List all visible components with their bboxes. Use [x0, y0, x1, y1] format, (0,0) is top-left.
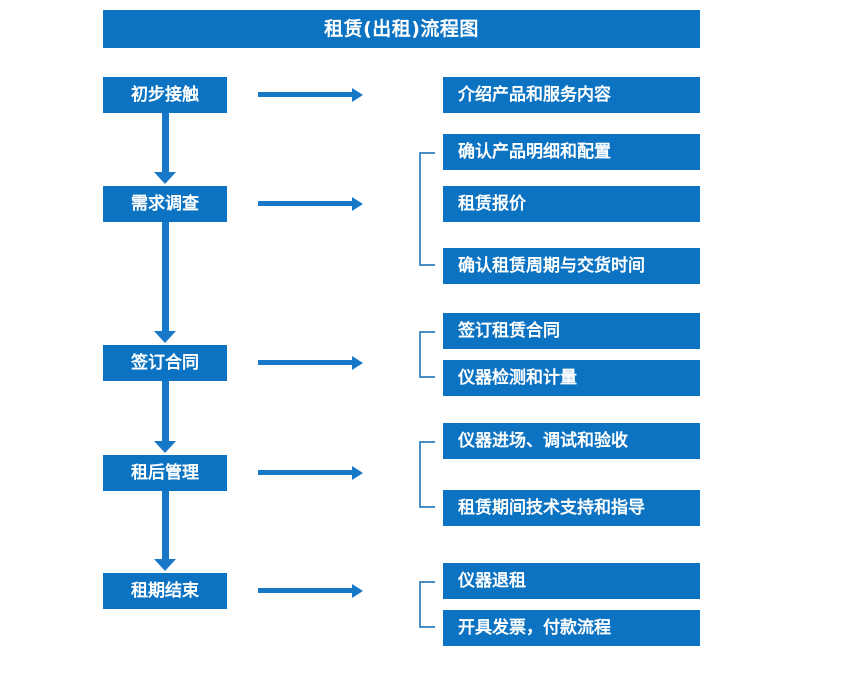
detail-box-zulin-baojia[interactable]: 租赁报价	[443, 186, 700, 222]
stage-label: 签订合同	[131, 352, 199, 373]
chart-title: 租赁(出租)流程图	[324, 17, 479, 40]
group-bracket-3	[419, 331, 435, 378]
horizontal-arrow-icon-2	[258, 197, 363, 211]
detail-label: 仪器进场、调试和验收	[458, 430, 628, 451]
horizontal-arrow-icon-5	[258, 584, 363, 598]
group-bracket-4	[419, 441, 435, 508]
arrow-shaft	[162, 381, 169, 441]
horizontal-arrow-icon-1	[258, 88, 363, 102]
detail-box-zulin-qijian-jishu-zhichi[interactable]: 租赁期间技术支持和指导	[443, 490, 700, 526]
detail-box-queren-zulin-zhouqi[interactable]: 确认租赁周期与交货时间	[443, 248, 700, 284]
arrow-shaft	[258, 360, 352, 365]
detail-box-qianding-zulin-hetong[interactable]: 签订租赁合同	[443, 313, 700, 349]
detail-label: 签订租赁合同	[458, 320, 560, 341]
stage-box-xuqiu-diaocha[interactable]: 需求调查	[103, 186, 227, 222]
chart-title-bar: 租赁(出租)流程图	[103, 10, 700, 48]
vertical-arrow-icon-3	[154, 381, 176, 453]
group-bracket-5	[419, 581, 435, 628]
detail-label: 租赁期间技术支持和指导	[458, 497, 645, 518]
horizontal-arrow-icon-3	[258, 356, 363, 370]
vertical-arrow-icon-2	[154, 222, 176, 343]
detail-label: 租赁报价	[458, 193, 526, 214]
arrow-shaft	[258, 92, 352, 97]
arrow-head	[352, 197, 363, 211]
detail-box-kaiju-fapiao-fukuan[interactable]: 开具发票，付款流程	[443, 610, 700, 646]
detail-label: 确认产品明细和配置	[458, 141, 611, 162]
arrow-head	[352, 584, 363, 598]
detail-label: 确认租赁周期与交货时间	[458, 255, 645, 276]
stage-box-zuhou-guanli[interactable]: 租后管理	[103, 455, 227, 491]
detail-box-yiqi-jinchang-tiaoshi[interactable]: 仪器进场、调试和验收	[443, 423, 700, 459]
arrow-head	[154, 559, 176, 571]
arrow-head	[154, 172, 176, 184]
arrow-head	[352, 466, 363, 480]
detail-box-yiqi-tuizu[interactable]: 仪器退租	[443, 563, 700, 599]
arrow-shaft	[258, 201, 352, 206]
stage-box-zuqi-jieshu[interactable]: 租期结束	[103, 573, 227, 609]
stage-label: 初步接触	[131, 84, 199, 105]
detail-label: 仪器检测和计量	[458, 367, 577, 388]
stage-label: 需求调查	[131, 193, 199, 214]
detail-box-jieshao-chanpin[interactable]: 介绍产品和服务内容	[443, 77, 700, 113]
vertical-arrow-icon-4	[154, 491, 176, 571]
arrow-shaft	[258, 470, 352, 475]
stage-box-chubu-jiechu[interactable]: 初步接触	[103, 77, 227, 113]
detail-label: 介绍产品和服务内容	[458, 84, 611, 105]
arrow-head	[154, 331, 176, 343]
detail-box-queren-chanpin-mingxi[interactable]: 确认产品明细和配置	[443, 134, 700, 170]
stage-label: 租后管理	[131, 462, 199, 483]
arrow-head	[352, 356, 363, 370]
detail-label: 开具发票，付款流程	[458, 617, 611, 638]
arrow-shaft	[162, 491, 169, 559]
arrow-shaft	[162, 222, 169, 331]
vertical-arrow-icon-1	[154, 113, 176, 184]
group-bracket-2	[419, 152, 435, 266]
arrow-head	[154, 441, 176, 453]
stage-box-qianding-hetong[interactable]: 签订合同	[103, 345, 227, 381]
arrow-shaft	[162, 113, 169, 172]
detail-label: 仪器退租	[458, 570, 526, 591]
arrow-shaft	[258, 588, 352, 593]
detail-box-yiqi-jiance-jiliang[interactable]: 仪器检测和计量	[443, 360, 700, 396]
horizontal-arrow-icon-4	[258, 466, 363, 480]
stage-label: 租期结束	[131, 580, 199, 601]
arrow-head	[352, 88, 363, 102]
